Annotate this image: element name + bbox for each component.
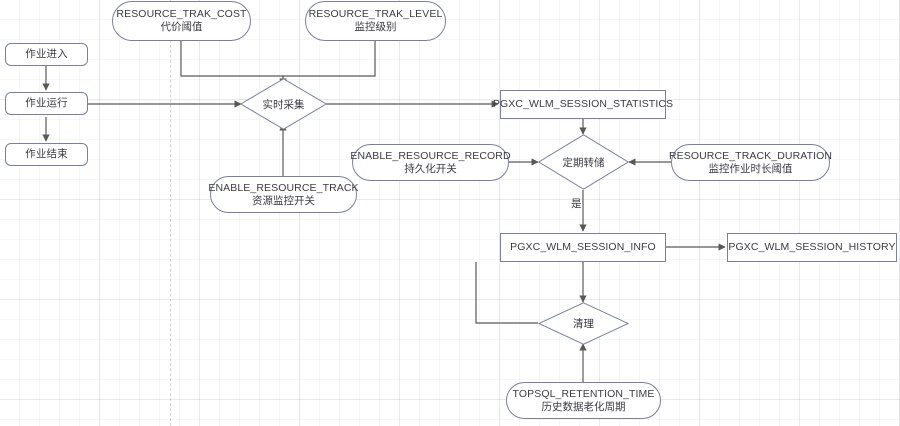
node-cleanup[interactable]: 清理 xyxy=(538,302,629,345)
node-resource-trak-cost-desc: 代价阈值 xyxy=(160,21,203,33)
node-topsql-retention-time-desc: 历史数据老化周期 xyxy=(541,400,626,413)
cleanup-diamond-shape xyxy=(538,302,629,345)
node-cleanup-label: 清理 xyxy=(573,318,594,330)
node-realtime-collect[interactable]: 实时采集 xyxy=(240,78,327,130)
node-pgxc-wlm-session-info[interactable]: PGXC_WLM_SESSION_INFO xyxy=(500,233,666,262)
page-break-guide xyxy=(170,0,171,426)
node-resource-trak-level-desc: 监控级别 xyxy=(354,21,397,33)
node-enable-resource-record-desc: 持久化开关 xyxy=(404,162,457,175)
realtime-collect-diamond-shape xyxy=(240,78,327,130)
node-topsql-retention-time[interactable]: TOPSQL_RETENTION_TIME 历史数据老化周期 xyxy=(506,382,661,419)
node-resource-trak-cost[interactable]: RESOURCE_TRAK_COST 代价阈值 xyxy=(112,1,251,41)
node-job-running-label: 作业运行 xyxy=(25,97,68,110)
periodic-dump-diamond-shape xyxy=(538,134,629,190)
node-resource-track-duration[interactable]: RESOURCE_TRACK_DURATION 监控作业时长阈值 xyxy=(668,144,833,181)
node-enable-resource-track-desc: 资源监控开关 xyxy=(252,194,315,207)
node-enable-resource-record[interactable]: ENABLE_RESOURCE_RECORD 持久化开关 xyxy=(350,144,511,181)
node-job-finish-label: 作业结束 xyxy=(25,148,68,161)
node-resource-trak-level-name: RESOURCE_TRAK_LEVEL xyxy=(308,8,443,21)
node-enable-resource-track[interactable]: ENABLE_RESOURCE_TRACK 资源监控开关 xyxy=(208,176,359,213)
node-resource-trak-level[interactable]: RESOURCE_TRAK_LEVEL 监控级别 xyxy=(305,1,446,41)
node-pgxc-wlm-session-history-label: PGXC_WLM_SESSION_HISTORY xyxy=(728,241,896,254)
node-resource-track-duration-name: RESOURCE_TRACK_DURATION xyxy=(668,149,833,162)
node-realtime-collect-label: 实时采集 xyxy=(262,98,305,111)
edge-cleanup-return xyxy=(475,262,538,324)
node-job-finish[interactable]: 作业结束 xyxy=(5,143,88,166)
node-job-enter[interactable]: 作业进入 xyxy=(5,43,88,66)
node-periodic-dump[interactable]: 定期转储 xyxy=(538,134,629,190)
node-pgxc-wlm-session-statistics-label: PGXC_WLM_SESSION_STATISTICS xyxy=(492,98,674,111)
node-resource-track-duration-desc: 监控作业时长阈值 xyxy=(708,162,793,175)
node-pgxc-wlm-session-info-label: PGXC_WLM_SESSION_INFO xyxy=(510,241,656,254)
node-topsql-retention-time-name: TOPSQL_RETENTION_TIME xyxy=(512,387,655,400)
node-job-enter-label: 作业进入 xyxy=(25,48,68,61)
node-job-running[interactable]: 作业运行 xyxy=(5,92,88,115)
node-periodic-dump-label: 定期转储 xyxy=(562,156,605,169)
node-enable-resource-track-name: ENABLE_RESOURCE_TRACK xyxy=(208,181,359,194)
node-resource-trak-cost-name: RESOURCE_TRAK_COST xyxy=(116,8,247,21)
node-pgxc-wlm-session-history[interactable]: PGXC_WLM_SESSION_HISTORY xyxy=(727,233,897,262)
node-enable-resource-record-name: ENABLE_RESOURCE_RECORD xyxy=(350,149,511,162)
edge-label-dump-yes: 是 xyxy=(571,198,582,210)
node-pgxc-wlm-session-statistics[interactable]: PGXC_WLM_SESSION_STATISTICS xyxy=(493,90,673,119)
